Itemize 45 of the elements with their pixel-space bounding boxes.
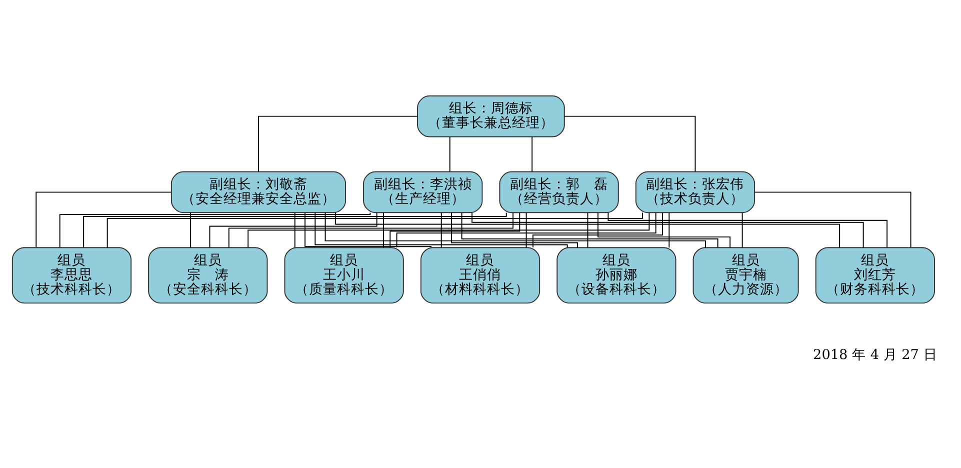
label: 2018 年 4 月 27 日 bbox=[813, 346, 938, 363]
node-box: 组员 王俏俏 （材料科科长） bbox=[420, 246, 540, 304]
node-box: 组员 宗 涛 （安全科科长） bbox=[148, 246, 268, 304]
connector bbox=[526, 212, 527, 248]
connector bbox=[390, 212, 520, 248]
connector bbox=[449, 136, 450, 172]
connector bbox=[59, 212, 371, 248]
node-box: 组员 李思思 （技术科科长） bbox=[12, 246, 132, 304]
connector bbox=[258, 115, 418, 172]
connector bbox=[532, 136, 533, 172]
connector bbox=[314, 212, 568, 248]
connector bbox=[324, 212, 706, 248]
connector bbox=[248, 212, 650, 248]
connector bbox=[472, 212, 864, 248]
connector bbox=[294, 212, 296, 248]
connector bbox=[36, 191, 172, 248]
connector bbox=[83, 212, 507, 248]
connector bbox=[106, 212, 644, 248]
node-box: 副组长：郭 磊 （经营负责人） bbox=[499, 170, 619, 213]
connector bbox=[228, 212, 514, 248]
node-box: 组员 刘红芳 （财务科科长） bbox=[815, 246, 935, 304]
connector bbox=[382, 212, 384, 248]
connector bbox=[334, 212, 840, 248]
node-box: 副组长：张宏伟 （技术负责人） bbox=[635, 170, 756, 213]
node-box: 副组长：刘敬斋 （安全经理兼安全总监） bbox=[170, 170, 346, 213]
connector bbox=[304, 212, 432, 248]
connector bbox=[461, 212, 718, 248]
node-box: 组员 孙丽娜 （设备科科长） bbox=[556, 246, 676, 304]
connector bbox=[396, 212, 656, 248]
connector bbox=[451, 212, 578, 248]
connector bbox=[587, 212, 588, 248]
connector bbox=[209, 212, 378, 248]
node-box: 组长：周德标 （董事长兼总经理） bbox=[417, 94, 565, 137]
connector bbox=[190, 212, 192, 248]
node-box: 组员 贾宇楠 （人力资源） bbox=[692, 246, 799, 304]
node-box: 副组长：李洪祯 （生产经理） bbox=[363, 170, 483, 213]
connector bbox=[754, 191, 912, 248]
connector bbox=[597, 212, 731, 248]
connector bbox=[532, 212, 663, 248]
node-box: 组员 王小川 （质量科科长） bbox=[284, 246, 404, 304]
connector bbox=[440, 212, 442, 248]
connector bbox=[564, 115, 696, 172]
connector bbox=[742, 212, 743, 248]
connector bbox=[608, 212, 888, 248]
connector bbox=[668, 212, 670, 248]
